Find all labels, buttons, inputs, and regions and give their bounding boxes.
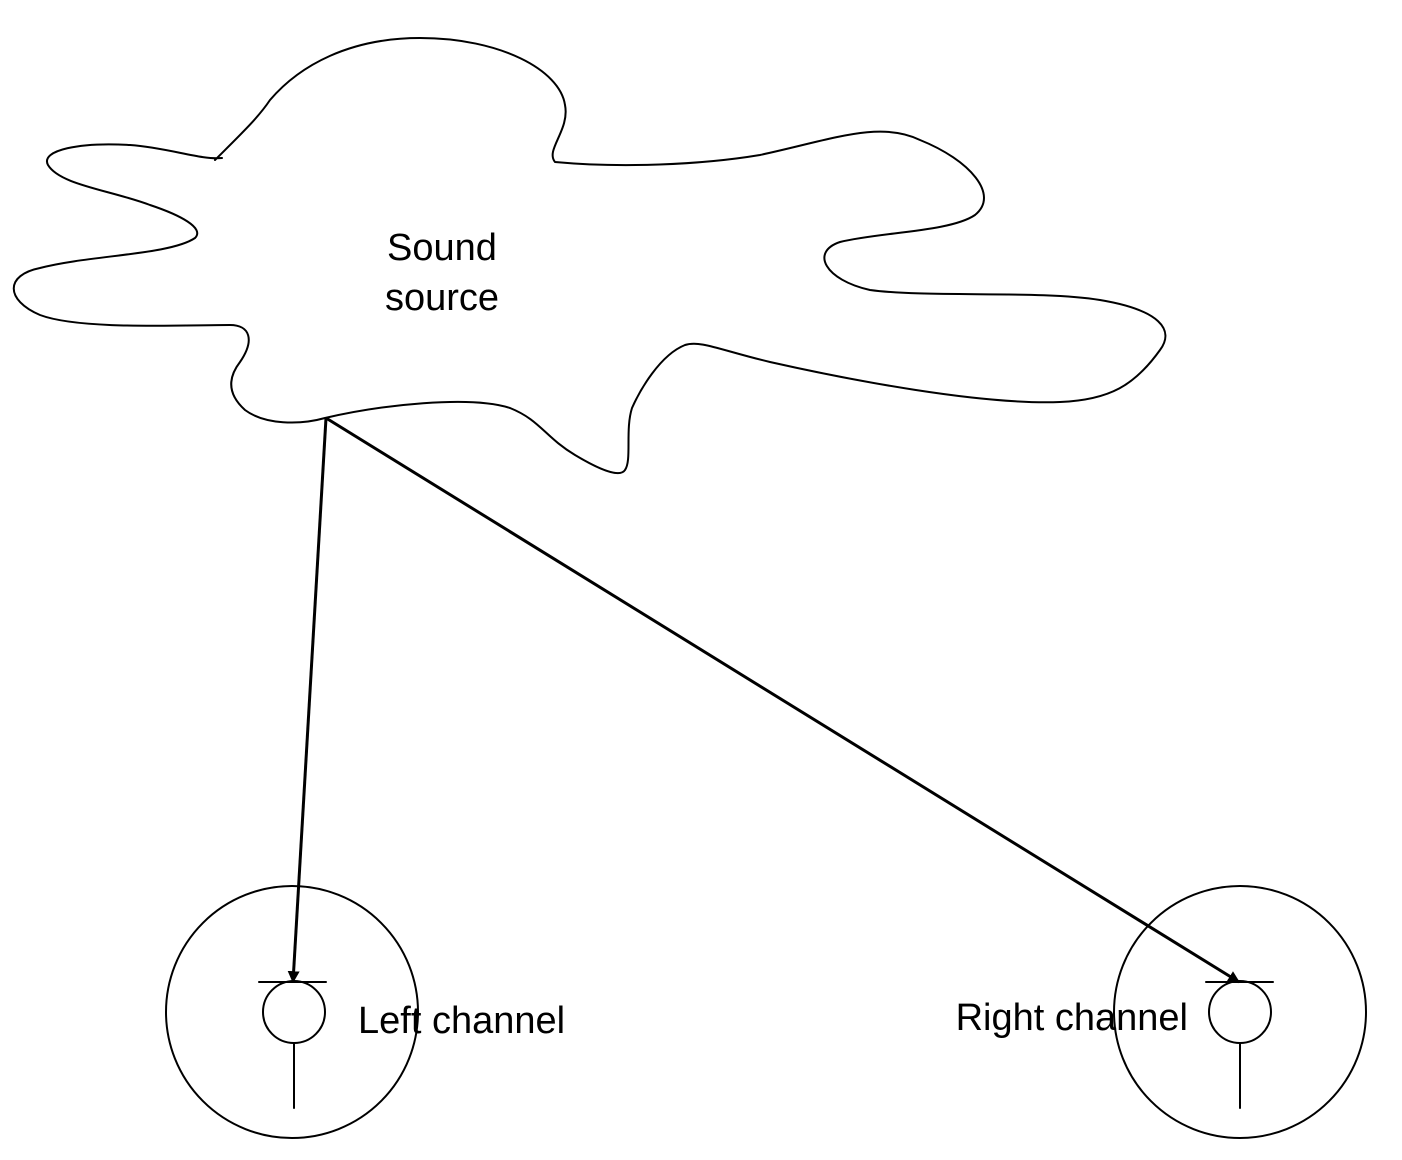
sound-source-cloud [12,37,1167,475]
left-microphone [165,885,419,1139]
right-mic-outer-circle [1113,885,1367,1139]
left-channel-label: Left channel [358,1000,565,1042]
sound-source-label-line2: source [385,277,499,319]
right-mic-capsule-icon [1208,980,1272,1044]
left-mic-outer-circle [165,885,419,1139]
right-microphone [1113,885,1367,1139]
left-mic-capsule-icon [262,980,326,1044]
sound-source-label-line1: Sound [387,227,497,269]
right-channel-label: Right channel [956,997,1188,1039]
arrow-to-right-channel [325,416,1241,984]
arrow-to-left-channel [287,417,328,984]
